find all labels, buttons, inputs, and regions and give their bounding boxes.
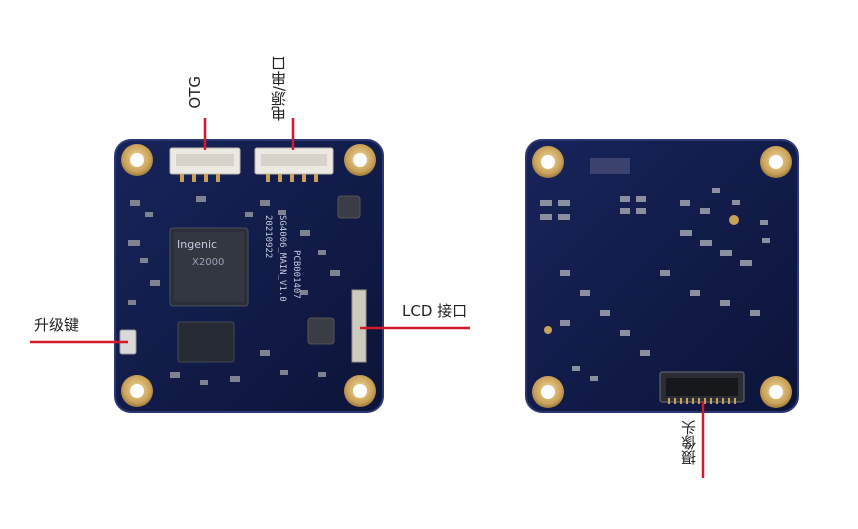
chip-model-text: X2000 <box>192 257 224 268</box>
power-serial-connector <box>254 147 334 182</box>
otg-label: OTG <box>186 76 204 109</box>
camera-connector <box>659 371 745 404</box>
lcd-fpc-connector <box>351 289 367 363</box>
inductor <box>307 317 335 345</box>
smd-components <box>128 196 340 385</box>
board-name-text: SG4006_MAIN_V1.0 <box>277 215 287 302</box>
mounting-hole <box>344 144 376 176</box>
back-board <box>525 139 799 413</box>
test-pad <box>544 326 552 334</box>
mounting-hole <box>121 144 153 176</box>
lcd-port-label: LCD 接口 <box>402 302 468 320</box>
mounting-hole <box>532 376 564 408</box>
mounting-hole <box>760 146 792 178</box>
smd-components <box>540 158 770 381</box>
callout-lines <box>30 118 705 478</box>
camera-label: 摄像头 <box>680 420 698 465</box>
mounting-hole <box>760 376 792 408</box>
upgrade-key-label: 升级键 <box>34 316 80 334</box>
soc-chip <box>169 227 249 307</box>
inductor <box>337 195 361 219</box>
mounting-hole <box>121 375 153 407</box>
power-serial-label: 电源/串口 <box>270 56 288 122</box>
board-date-text: 20210922 <box>263 215 273 258</box>
test-pad <box>729 215 739 225</box>
chip-brand-text: Ingenic <box>177 238 217 251</box>
mounting-hole <box>532 146 564 178</box>
memory-chip <box>177 321 235 363</box>
mounting-hole <box>344 375 376 407</box>
board-code-text: PCB001407 <box>291 250 301 299</box>
front-board: Ingenic X2000 20210922 SG4006_MAIN_V1.0 … <box>114 139 384 413</box>
otg-connector <box>169 147 241 182</box>
